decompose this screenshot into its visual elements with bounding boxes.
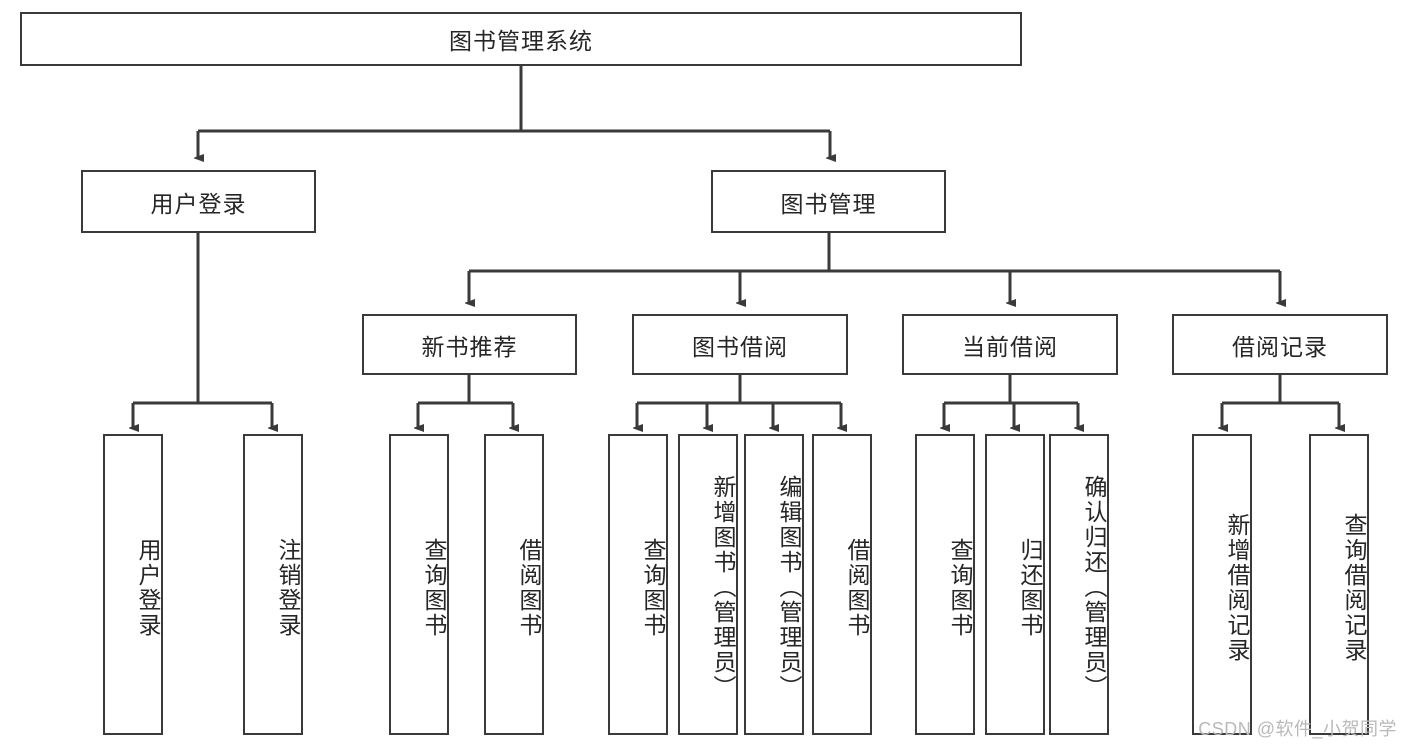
node-book-borrow[interactable]: 图书借阅 xyxy=(632,314,848,375)
node-borrow-record[interactable]: 借阅记录 xyxy=(1172,314,1388,375)
node-label: 新增图书（管理员） xyxy=(710,475,736,700)
node-label: 图书管理 xyxy=(780,190,877,217)
node-label: 确认归还（管理员） xyxy=(1081,475,1107,700)
node-label: 借阅图书 xyxy=(516,537,542,638)
leaf-book-borrow-lend[interactable]: 借阅图书 xyxy=(812,434,872,735)
leaf-book-borrow-edit[interactable]: 编辑图书（管理员） xyxy=(744,434,804,735)
node-label: 图书管理系统 xyxy=(449,28,593,54)
leaf-new-book-query[interactable]: 查询图书 xyxy=(389,434,449,735)
node-label: 新增借阅记录 xyxy=(1224,512,1250,663)
node-label: 图书借阅 xyxy=(692,333,788,360)
node-root-system[interactable]: 图书管理系统 xyxy=(20,12,1022,66)
node-label: 当前借阅 xyxy=(962,333,1058,360)
node-label: 查询图书 xyxy=(640,537,666,638)
leaf-current-borrow-confirm[interactable]: 确认归还（管理员） xyxy=(1049,434,1109,735)
node-new-book-recommend[interactable]: 新书推荐 xyxy=(362,314,577,375)
node-current-borrow[interactable]: 当前借阅 xyxy=(902,314,1118,375)
leaf-borrow-record-query[interactable]: 查询借阅记录 xyxy=(1309,434,1369,735)
node-label: 编辑图书（管理员） xyxy=(776,475,802,700)
node-user-login[interactable]: 用户登录 xyxy=(81,170,316,233)
leaf-current-borrow-query[interactable]: 查询图书 xyxy=(915,434,975,735)
node-label: 借阅记录 xyxy=(1232,333,1328,360)
leaf-current-borrow-return[interactable]: 归还图书 xyxy=(985,434,1045,735)
leaf-user-login-logout[interactable]: 注销登录 xyxy=(243,434,303,735)
leaf-book-borrow-query[interactable]: 查询图书 xyxy=(608,434,668,735)
watermark-text: CSDN @软件_小贺同学 xyxy=(1198,719,1397,739)
node-label: 查询图书 xyxy=(947,537,973,638)
node-label: 注销登录 xyxy=(275,537,301,638)
leaf-borrow-record-add[interactable]: 新增借阅记录 xyxy=(1192,434,1252,735)
node-label: 用户登录 xyxy=(150,190,247,217)
node-label: 归还图书 xyxy=(1017,537,1043,638)
node-label: 借阅图书 xyxy=(844,537,870,638)
node-label: 新书推荐 xyxy=(421,333,518,360)
leaf-book-borrow-add[interactable]: 新增图书（管理员） xyxy=(678,434,738,735)
leaf-user-login-signin[interactable]: 用户登录 xyxy=(103,434,163,735)
node-label: 查询借阅记录 xyxy=(1341,512,1367,663)
leaf-new-book-borrow[interactable]: 借阅图书 xyxy=(484,434,544,735)
node-label: 查询图书 xyxy=(421,537,447,638)
node-book-management[interactable]: 图书管理 xyxy=(711,170,946,233)
node-label: 用户登录 xyxy=(135,537,161,638)
